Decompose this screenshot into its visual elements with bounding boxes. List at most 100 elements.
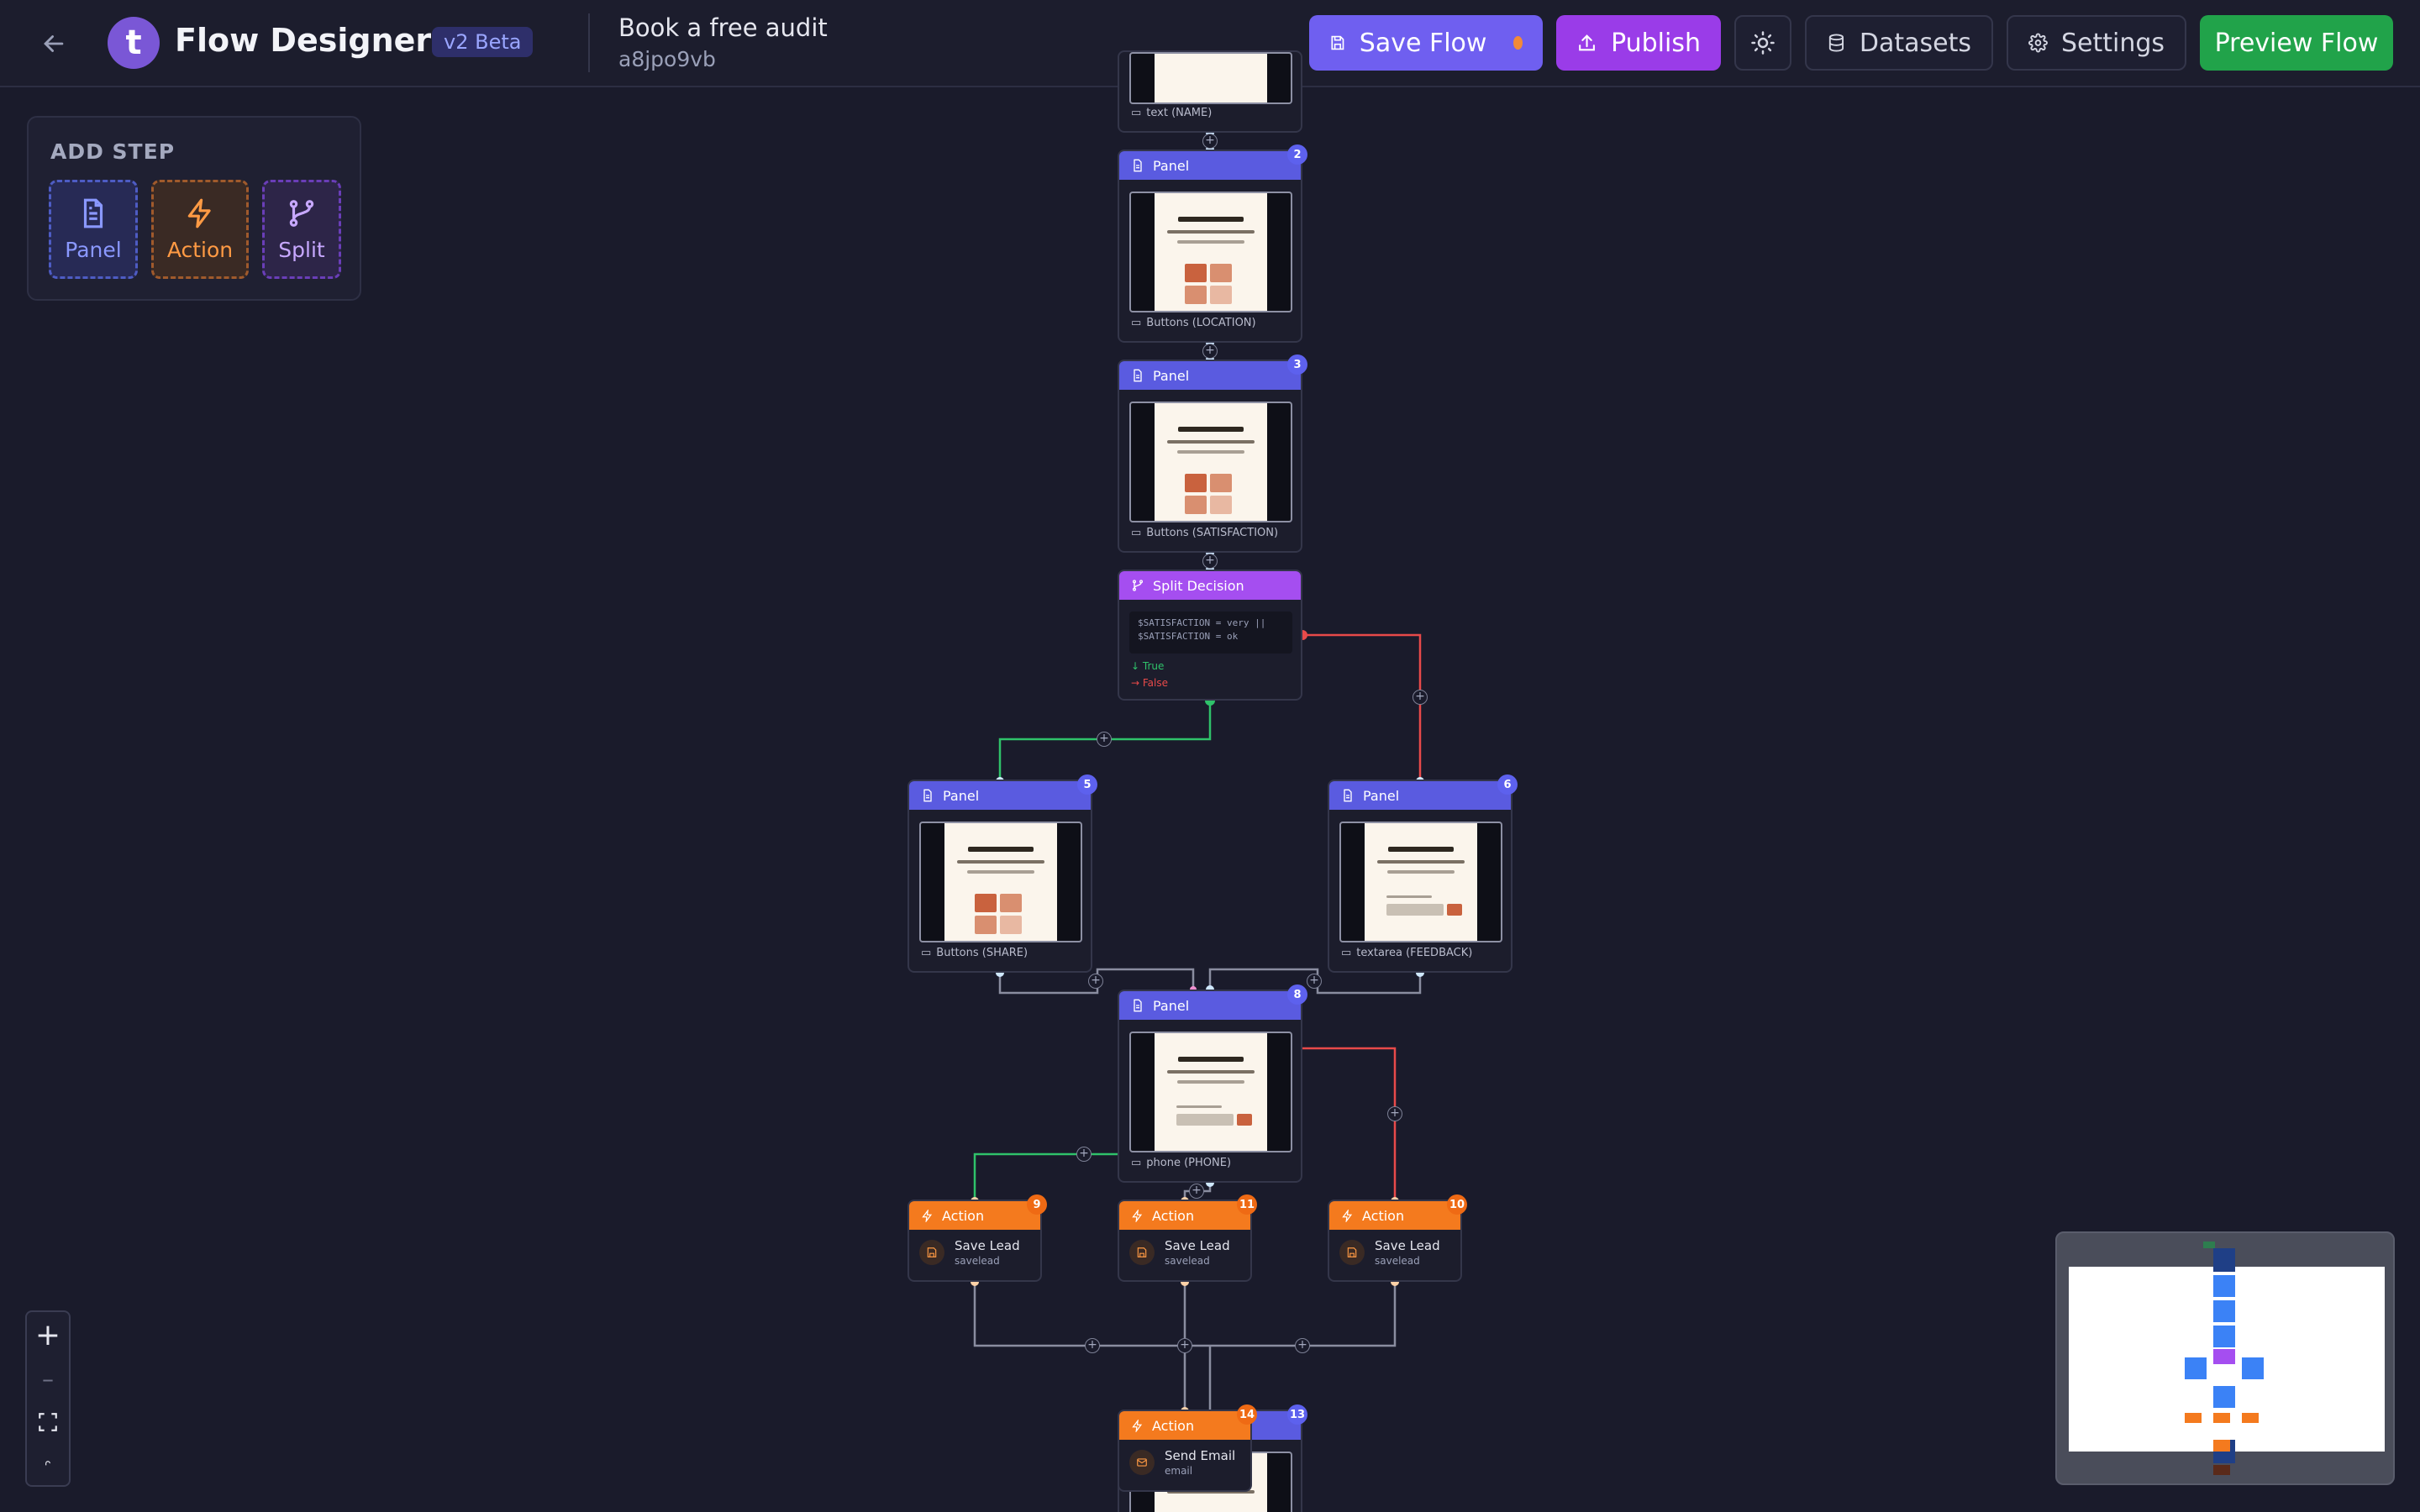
panel-preview <box>1339 822 1502 942</box>
add-step-on-edge-button[interactable]: + <box>1202 344 1218 359</box>
input-icon: ▭ <box>1131 317 1142 329</box>
settings-button[interactable]: Settings <box>2007 15 2186 71</box>
panel-field: ▭textarea (FEEDBACK) <box>1341 947 1473 959</box>
add-step-on-edge-button[interactable]: + <box>1202 134 1218 149</box>
unsaved-indicator <box>1513 36 1523 50</box>
panel-header: Panel <box>909 781 1091 810</box>
preview-flow-button[interactable]: Preview Flow <box>2200 15 2393 71</box>
add-step-on-edge-button[interactable]: + <box>1413 690 1428 705</box>
true-branch-label: ↓ True <box>1131 660 1165 672</box>
panel-header: Panel <box>1119 361 1301 390</box>
action-node-10[interactable]: Action Save Lead savelead <box>1328 1200 1462 1282</box>
step-badge: 14 <box>1237 1404 1257 1425</box>
panel-node-top[interactable]: ▭text (NAME) <box>1118 50 1302 133</box>
theme-toggle-button[interactable] <box>1734 15 1791 71</box>
action-header: Action <box>1329 1201 1460 1230</box>
minimap-node <box>2242 1357 2264 1379</box>
add-step-on-edge-button[interactable]: + <box>1076 1147 1092 1162</box>
panel-node-6[interactable]: Panel ▭textarea (FEEDBACK) <box>1328 780 1512 973</box>
split-header: Split Decision <box>1119 571 1301 600</box>
publish-button[interactable]: Publish <box>1556 15 1721 71</box>
panel-preview <box>1129 52 1292 104</box>
step-badge: 8 <box>1287 984 1307 1005</box>
panel-preview <box>919 822 1082 942</box>
add-panel-tool[interactable]: Panel <box>49 180 138 279</box>
zoom-out-button[interactable]: – <box>42 1364 54 1393</box>
input-icon: ▭ <box>1131 107 1142 119</box>
panel-field: ▭Buttons (SHARE) <box>921 947 1028 959</box>
add-step-on-edge-button[interactable]: + <box>1085 1338 1100 1353</box>
lock-button[interactable] <box>27 1445 69 1487</box>
document-icon <box>1134 369 1142 382</box>
save-flow-label: Save Flow <box>1359 28 1487 58</box>
minimap[interactable] <box>2055 1231 2395 1485</box>
lock-icon <box>45 1461 50 1466</box>
publish-label: Publish <box>1611 28 1701 58</box>
panel-node-5[interactable]: Panel ▭Buttons (SHARE) <box>908 780 1092 973</box>
minimap-node <box>2213 1275 2235 1297</box>
lightning-icon <box>187 198 211 228</box>
fit-view-button[interactable] <box>27 1401 69 1443</box>
step-badge: 13 <box>1287 1404 1307 1425</box>
lightning-icon <box>1342 1209 1353 1222</box>
step-badge: 9 <box>1027 1194 1047 1215</box>
add-step-on-edge-button[interactable]: + <box>1295 1338 1310 1353</box>
minimap-node <box>2213 1465 2230 1475</box>
datasets-button[interactable]: Datasets <box>1805 15 1993 71</box>
action-label: Save Lead <box>1165 1238 1230 1253</box>
action-type: email <box>1165 1465 1193 1477</box>
upload-icon <box>1579 34 1595 51</box>
action-header: Action <box>909 1201 1040 1230</box>
app-logo: t <box>108 17 160 69</box>
action-label: Save Lead <box>955 1238 1020 1253</box>
flow-name[interactable]: Book a free audit <box>618 13 828 42</box>
add-split-label: Split <box>278 237 325 262</box>
database-icon <box>1828 34 1844 52</box>
input-icon: ▭ <box>1341 947 1352 959</box>
add-split-tool[interactable]: Split <box>262 180 341 279</box>
action-header: Action <box>1119 1411 1250 1440</box>
add-step-on-edge-button[interactable]: + <box>1387 1106 1402 1121</box>
split-condition: $SATISFACTION = very || $SATISFACTION = … <box>1129 612 1292 654</box>
minimap-node <box>2185 1413 2202 1423</box>
minimap-node <box>2213 1386 2235 1408</box>
minimap-node <box>2185 1357 2207 1379</box>
panel-node-8[interactable]: Panel ▭phone (PHONE) <box>1118 990 1302 1183</box>
step-badge: 2 <box>1287 144 1307 165</box>
action-node-14[interactable]: Action Send Email email <box>1118 1410 1252 1492</box>
minimap-node <box>2213 1326 2235 1347</box>
add-step-on-edge-button[interactable]: + <box>1088 974 1103 989</box>
step-badge: 11 <box>1237 1194 1257 1215</box>
action-node-9[interactable]: Action Save Lead savelead <box>908 1200 1042 1282</box>
save-flow-button[interactable]: Save Flow <box>1309 15 1543 71</box>
add-step-on-edge-button[interactable]: + <box>1307 974 1322 989</box>
document-icon <box>1134 999 1142 1012</box>
zoom-in-button[interactable]: + <box>34 1317 61 1352</box>
email-icon <box>1129 1450 1155 1475</box>
document-icon <box>923 789 932 802</box>
panel-header: Panel <box>1119 151 1301 180</box>
flow-id: a8jpo9vb <box>618 47 716 71</box>
add-panel-label: Panel <box>65 237 122 262</box>
branch-icon <box>1133 580 1143 591</box>
add-step-on-edge-button[interactable]: + <box>1202 554 1218 569</box>
panel-node-3[interactable]: Panel ▭Buttons (SATISFACTION) <box>1118 360 1302 553</box>
panel-field: ▭Buttons (SATISFACTION) <box>1131 527 1279 539</box>
action-node-11[interactable]: Action Save Lead savelead <box>1118 1200 1252 1282</box>
add-step-on-edge-button[interactable]: + <box>1097 732 1112 747</box>
save-icon <box>1331 35 1344 50</box>
split-decision-node[interactable]: Split Decision $SATISFACTION = very || $… <box>1118 570 1302 701</box>
add-action-tool[interactable]: Action <box>151 180 249 279</box>
add-step-on-edge-button[interactable]: + <box>1189 1184 1204 1199</box>
panel-node-2[interactable]: Panel ▭Buttons (LOCATION) <box>1118 150 1302 343</box>
minimap-node <box>2213 1413 2230 1423</box>
add-step-on-edge-button[interactable]: + <box>1177 1338 1192 1353</box>
back-arrow-icon[interactable] <box>34 25 74 62</box>
panel-field: ▭text (NAME) <box>1131 107 1213 119</box>
document-icon <box>1344 789 1352 802</box>
top-bar: t Flow Designer v2 Beta Book a free audi… <box>0 0 2420 87</box>
add-action-label: Action <box>166 237 234 262</box>
save-icon <box>1129 1240 1155 1265</box>
step-badge: 10 <box>1447 1194 1467 1215</box>
panel-preview <box>1129 1032 1292 1152</box>
